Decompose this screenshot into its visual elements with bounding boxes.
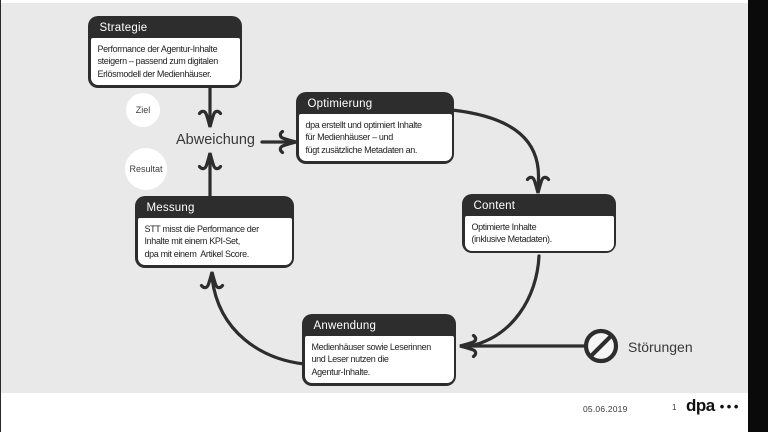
dpa-logo-dots: ••• <box>719 399 741 414</box>
box-strategie-title: Strategie <box>99 21 148 34</box>
box-strategie-body: Performance der Agentur-Inhalte steigern… <box>90 37 240 85</box>
box-optimierung-body: dpa erstellt und optimiert Inhalte für M… <box>298 113 452 161</box>
box-anwendung-body: Medienhäuser sowie Leserinnen und Leser … <box>304 335 454 383</box>
box-content-body: Optimierte Inhalte (inklusive Metadaten)… <box>464 215 614 251</box>
abweichung-label: Abweichung <box>176 132 255 148</box>
window-left-edge <box>0 0 1 432</box>
arrow-anwendung-messung <box>210 276 306 366</box>
box-anwendung-title: Anwendung <box>313 319 377 332</box>
box-messung-body: STT misst die Performance der Inhalte mi… <box>137 217 292 265</box>
box-optimierung: Optimierung dpa erstellt und optimiert I… <box>296 92 454 164</box>
box-messung: Messung STT misst die Performance der In… <box>135 196 294 268</box>
ziel-circle: Ziel <box>126 93 160 127</box>
box-content: Content Optimierte Inhalte (inklusive Me… <box>462 194 616 253</box>
footer-date: 05.06.2019 <box>583 404 628 414</box>
box-messung-title: Messung <box>146 201 195 214</box>
resultat-label: Resultat <box>129 164 163 174</box>
box-anwendung: Anwendung Medienhäuser sowie Leserinnen … <box>302 314 456 386</box>
box-optimierung-title: Optimierung <box>307 97 373 110</box>
ziel-label: Ziel <box>135 105 151 115</box>
box-content-title: Content <box>473 199 516 212</box>
dpa-logo-text: dpa <box>686 396 715 415</box>
page-number: 1 <box>672 403 677 412</box>
dpa-logo: dpa ••• <box>686 396 741 416</box>
resultat-circle: Resultat <box>125 148 167 190</box>
box-strategie: Strategie Performance der Agentur-Inhalt… <box>88 16 242 88</box>
arrow-optimierung-content <box>450 108 541 188</box>
stoerungen-label: Störungen <box>628 339 693 355</box>
window-right-bar <box>748 0 768 432</box>
arrow-content-anwendung <box>468 254 541 348</box>
prohibition-icon <box>583 328 619 364</box>
